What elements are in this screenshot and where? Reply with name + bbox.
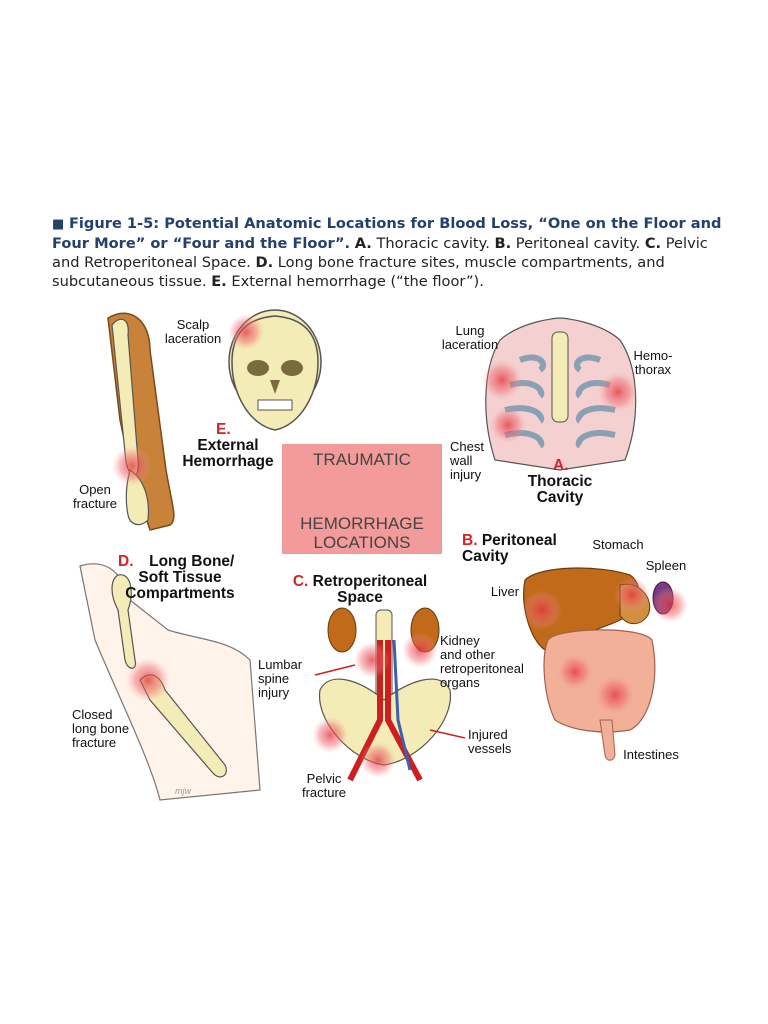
pelvic-fracture-marker — [312, 717, 348, 753]
spleen-label: Spleen — [645, 558, 687, 573]
peritoneal-drawing — [522, 567, 688, 761]
arm-bone-drawing — [107, 312, 175, 531]
intestines-label: Intestines — [623, 747, 679, 762]
lumbar-spine-injury-label: Lumbar spine injury — [258, 657, 303, 700]
kidney-marker — [402, 632, 438, 668]
leg-bone-drawing — [79, 563, 261, 801]
panel-b-title: Peritoneal Cavity — [462, 532, 557, 565]
scalp-laceration-label: Scalp laceration — [164, 317, 222, 346]
vessels-pointer-line — [429, 729, 466, 739]
panel-d-heading: D. Long Bone/ Soft Tissue Compartments — [110, 554, 250, 602]
caption-c-text: Pelvic and Retroperitoneal Space. — [52, 235, 708, 271]
liver-marker — [522, 590, 562, 630]
open-fracture-bleed-marker — [112, 446, 152, 486]
caption-b-letter: B. — [494, 235, 512, 252]
closed-long-bone-fracture-label: Closed long bone fracture — [72, 707, 130, 750]
caption-d-text: Long bone fracture sites, muscle compart… — [52, 254, 665, 290]
center-line-3: LOCATIONS — [313, 533, 411, 552]
panel-a-title: Thoracic Cavity — [527, 473, 593, 506]
chest-wall-injury-label: Chest wall injury — [450, 439, 484, 482]
artist-signature: mjw — [175, 786, 191, 796]
lung-laceration-marker — [482, 360, 522, 400]
vessel-marker — [360, 742, 396, 778]
caption-b-text: Peritoneal cavity. — [515, 235, 641, 252]
lumbar-pointer-line — [314, 664, 356, 676]
center-line-1: TRAUMATIC — [313, 450, 411, 469]
center-title-box: TRAUMATIC HEMORRHAGE LOCATIONS — [282, 444, 442, 554]
kidney-label: Kidney and other retroperitoneal organs — [440, 633, 524, 690]
panel-e-title: External Hemorrhage — [182, 437, 274, 470]
injured-vessels-label: Injured vessels — [468, 727, 512, 756]
spleen-marker — [652, 587, 688, 623]
caption-a-letter: A. — [354, 235, 372, 252]
hemothorax-label: Hemo- thorax — [633, 348, 673, 377]
ribcage-drawing — [482, 317, 638, 471]
chest-wall-marker — [490, 407, 526, 443]
panel-b-letter: B. — [462, 532, 478, 549]
figure-caption: ■ Figure 1-5: Potential Anatomic Locatio… — [52, 214, 732, 291]
stomach-marker — [614, 577, 650, 613]
retroperitoneal-drawing — [312, 607, 466, 782]
caption-e-letter: E. — [211, 273, 227, 290]
lung-laceration-label: Lung laceration — [441, 323, 499, 352]
panel-e-letter: E. — [216, 421, 231, 438]
panel-e-heading: E. External Hemorrhage — [178, 422, 278, 470]
caption-bullet: ■ — [52, 217, 65, 232]
scalp-bleed-marker — [228, 314, 264, 350]
caption-a-text: Thoracic cavity. — [376, 235, 490, 252]
hemothorax-marker — [598, 372, 638, 412]
open-fracture-label: Open fracture — [72, 482, 118, 511]
panel-d-title: Long Bone/ Soft Tissue Compartments — [125, 553, 235, 602]
caption-c-letter: C. — [644, 235, 662, 252]
closed-fracture-bleed-marker — [126, 658, 170, 702]
intestine-marker-1 — [557, 654, 593, 690]
panel-d-letter: D. — [118, 553, 134, 570]
stomach-label: Stomach — [592, 537, 644, 552]
lumbar-spine-marker — [354, 642, 390, 678]
skull-drawing — [228, 309, 322, 431]
caption-e-text: External hemorrhage (“the floor”). — [231, 273, 484, 290]
panel-a-heading: A. Thoracic Cavity — [520, 458, 600, 506]
panel-c-letter: C. — [292, 573, 309, 590]
pelvic-fracture-label: Pelvic fracture — [301, 771, 347, 800]
liver-label: Liver — [490, 584, 520, 599]
center-line-2: HEMORRHAGE — [300, 514, 424, 533]
figure-title: Figure 1-5: Potential Anatomic Locations… — [52, 215, 722, 252]
intestine-marker-2 — [595, 675, 635, 715]
panel-a-letter: A. — [553, 457, 569, 474]
panel-c-title: Retroperitoneal Space — [312, 573, 428, 606]
panel-c-heading: C. Retroperitoneal Space — [280, 574, 440, 606]
panel-b-heading: B. Peritoneal Cavity — [462, 533, 582, 565]
caption-d-letter: D. — [255, 254, 274, 271]
